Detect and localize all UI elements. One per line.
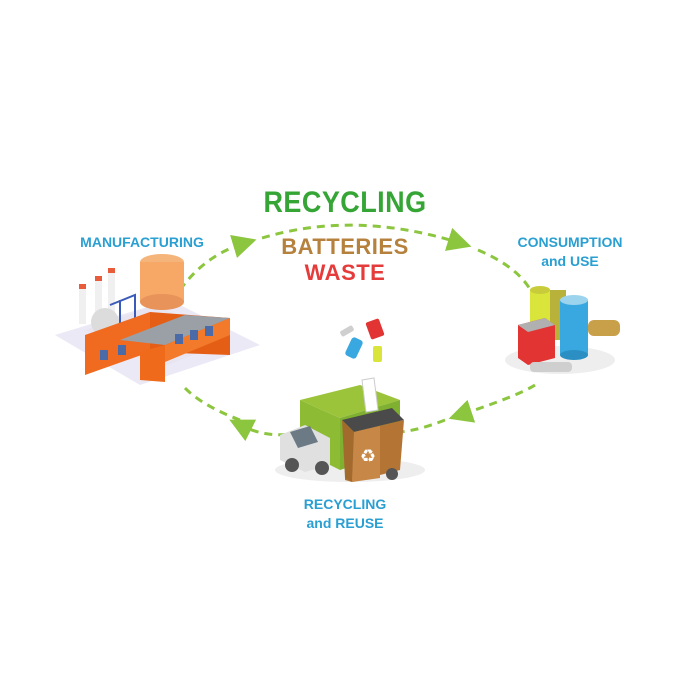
arrow-right-lower bbox=[448, 383, 536, 423]
title-waste: WASTE bbox=[304, 260, 386, 285]
label-recycling-reuse: RECYCLING and REUSE bbox=[280, 495, 410, 533]
factory-icon bbox=[55, 254, 260, 385]
label-manufacturing: MANUFACTURING bbox=[80, 234, 204, 250]
label-recycling-line2: and REUSE bbox=[306, 515, 384, 531]
arrow-left bbox=[180, 383, 241, 422]
label-consumption-line2: and USE bbox=[541, 253, 599, 269]
label-consumption-line1: CONSUMPTION bbox=[517, 234, 623, 250]
label-recycling-line1: RECYCLING bbox=[303, 496, 387, 512]
small-batteries-icon bbox=[340, 318, 385, 362]
arrow-bottom-right bbox=[399, 418, 446, 434]
arrow-top-left bbox=[178, 234, 257, 291]
title-batteries: BATTERIES bbox=[281, 234, 409, 259]
label-consumption: CONSUMPTION and USE bbox=[500, 233, 640, 271]
title-recycling: RECYCLING bbox=[263, 186, 427, 219]
batteries-icon bbox=[505, 286, 620, 374]
arrow-top bbox=[261, 223, 472, 251]
recycle-bin-icon: ♻ bbox=[342, 377, 404, 482]
svg-text:♻: ♻ bbox=[360, 446, 376, 467]
